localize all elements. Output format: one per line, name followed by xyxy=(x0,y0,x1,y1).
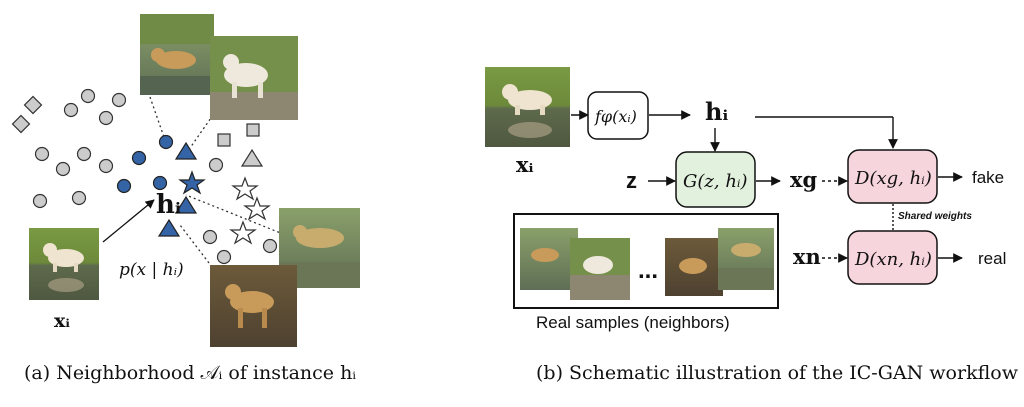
discriminator-real-label: D(xn, hᵢ) xyxy=(854,249,932,270)
fake-label: fake xyxy=(972,168,1004,187)
shared-weights-label: Shared weights xyxy=(898,211,972,222)
neighbor-photo-golden-retriever xyxy=(210,265,297,347)
instance-label: hᵢ xyxy=(156,190,181,220)
neighbor-photo-dog-in-pond xyxy=(140,14,214,95)
panel-a: hᵢ xᵢ p(x | hᵢ) xyxy=(11,14,360,347)
neighbor-label: xn xyxy=(793,244,821,269)
input-label: xᵢ xyxy=(54,310,70,332)
panel-a-caption: (a) Neighborhood 𝒜ᵢ of instance hᵢ xyxy=(24,362,357,384)
sample-photo-3 xyxy=(665,238,723,296)
discriminator-real-box xyxy=(847,230,938,285)
noise-label: z xyxy=(626,168,637,193)
samples-caption: Real samples (neighbors) xyxy=(536,313,730,332)
panel-b-caption: (b) Schematic illustration of the IC-GAN… xyxy=(536,362,1018,384)
blue-star-marker xyxy=(178,170,206,195)
panel-b: xᵢ fφ(xᵢ) hᵢ z G(z, hᵢ) xg D(xg, hᵢ) fak… xyxy=(485,67,1006,332)
generator-label: G(z, hᵢ) xyxy=(683,171,748,192)
input-photo-b xyxy=(485,67,570,147)
gray-square-markers xyxy=(217,123,260,147)
discriminator-fake-box xyxy=(847,149,938,204)
neighbor-photo-white-dog-drinking xyxy=(210,36,298,120)
sample-photo-4 xyxy=(718,228,774,290)
discriminator-fake-label: D(xg, hᵢ) xyxy=(854,168,932,189)
gray-circle-markers xyxy=(32,88,278,265)
blue-triangle-markers xyxy=(157,141,198,237)
distribution-label: p(x | hᵢ) xyxy=(119,260,184,280)
neighborhood-lines xyxy=(149,96,294,268)
gray-triangle-marker xyxy=(240,148,264,167)
real-label: real xyxy=(978,249,1006,268)
gray-diamond-markers xyxy=(11,95,43,134)
encoder-label: fφ(xᵢ) xyxy=(594,107,637,126)
distribution-arrow xyxy=(102,199,155,243)
feature-label: hᵢ xyxy=(705,97,728,126)
encoder-box xyxy=(587,91,649,140)
gray-star-markers xyxy=(229,176,271,245)
sample-photo-1 xyxy=(520,228,578,290)
generated-label: xg xyxy=(790,167,818,192)
samples-ellipsis: ... xyxy=(638,257,658,284)
blue-circle-markers xyxy=(116,134,174,194)
input-label-b: xᵢ xyxy=(516,152,534,177)
input-photo xyxy=(29,228,99,300)
sample-photo-2 xyxy=(570,238,630,300)
generator-box xyxy=(675,151,756,208)
